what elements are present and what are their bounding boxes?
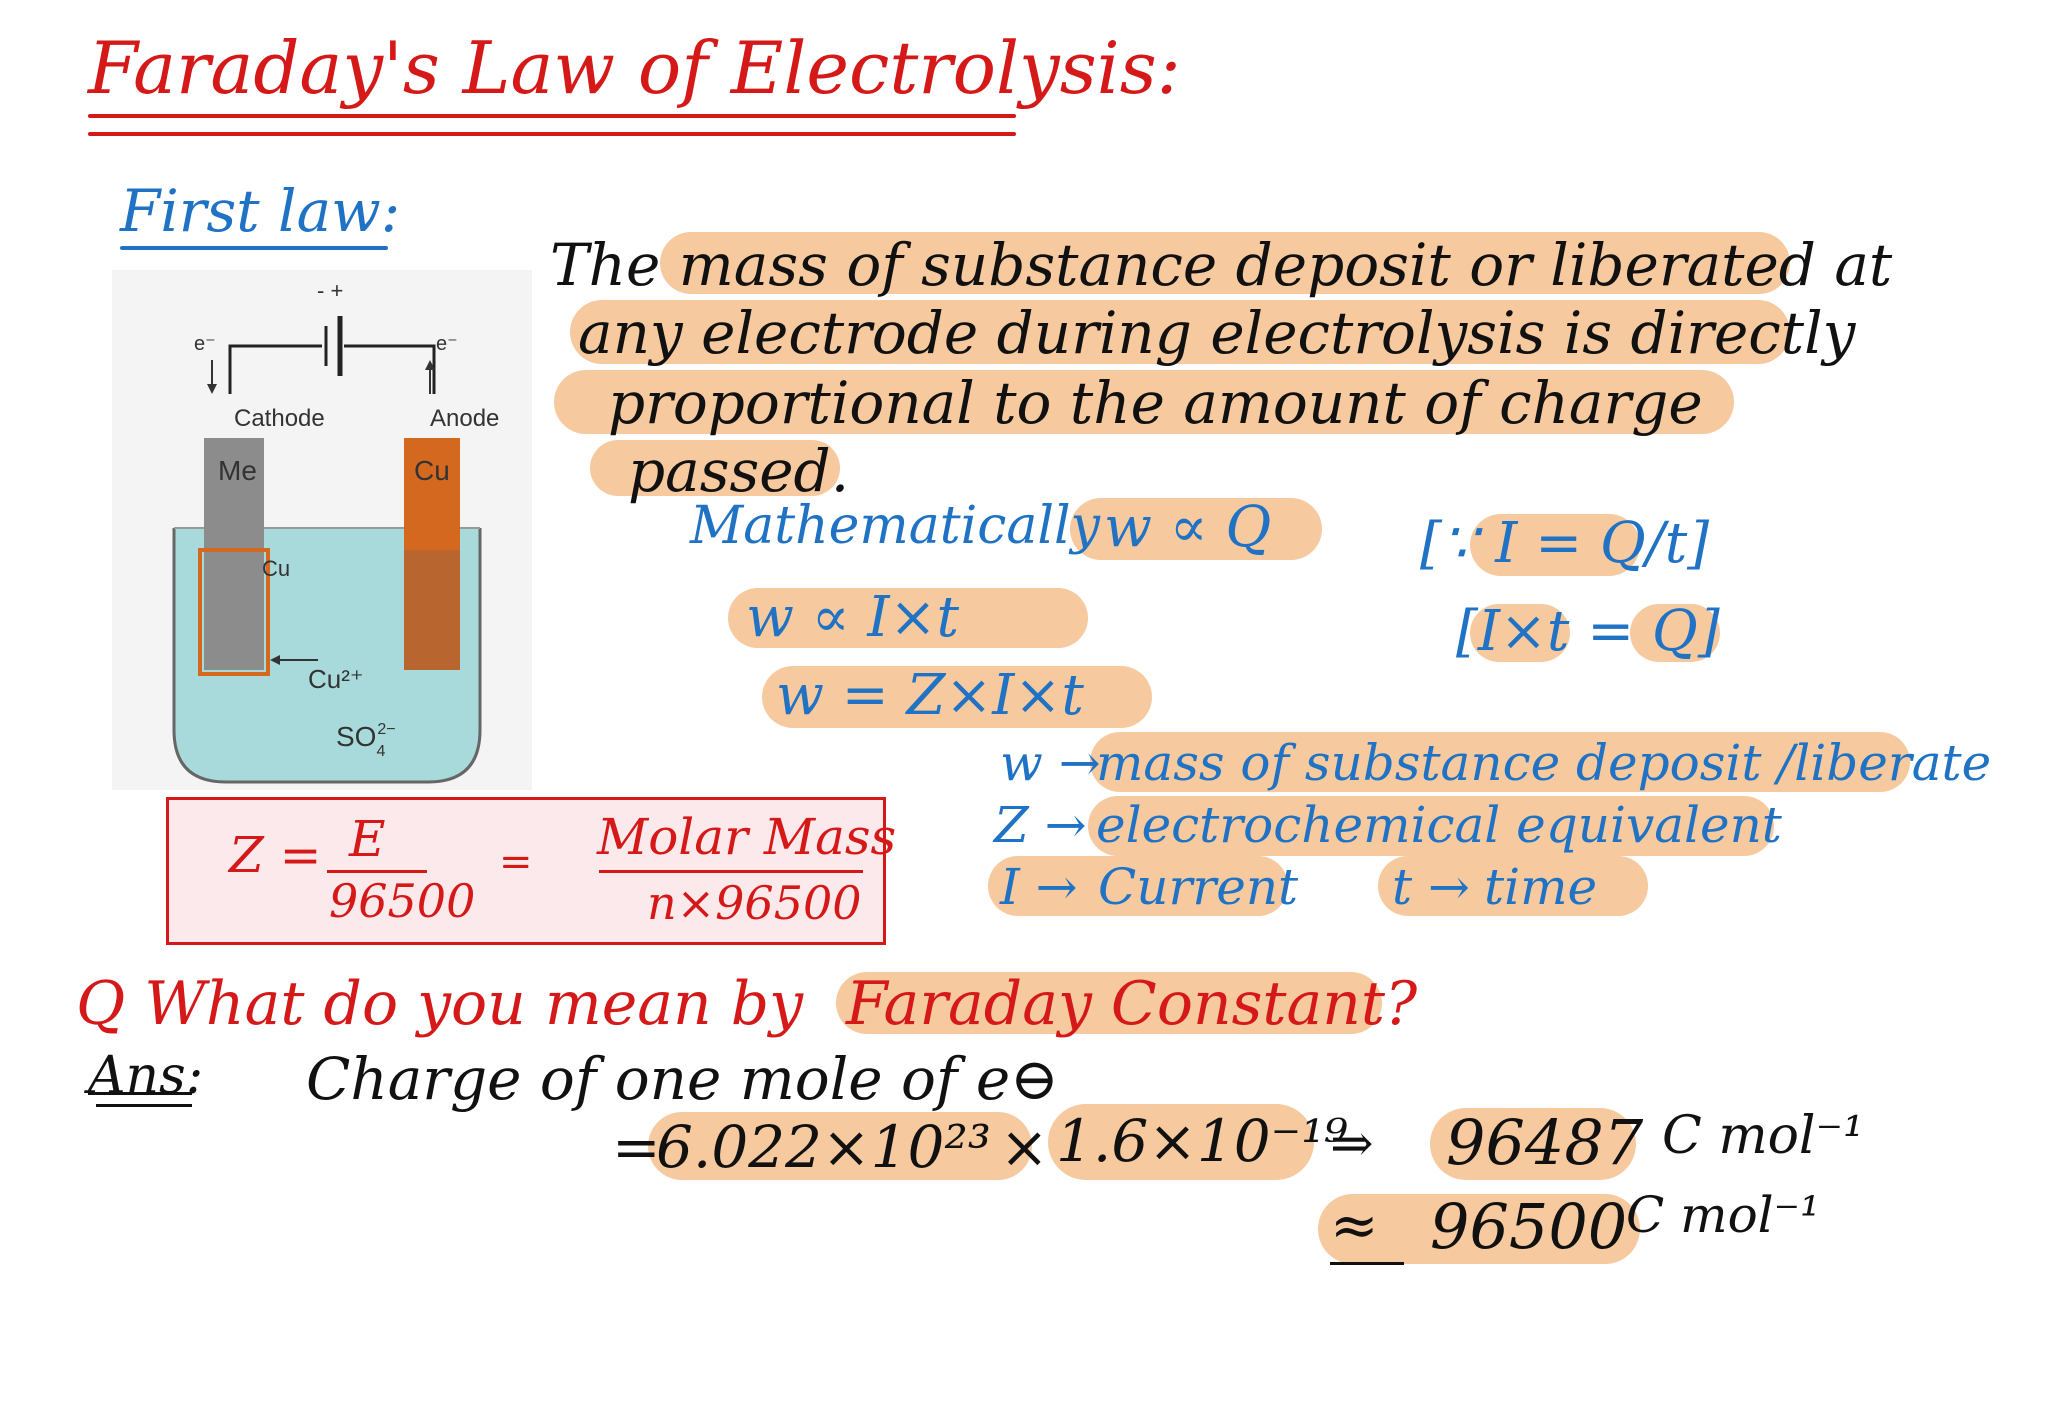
definition-symbol: w → xyxy=(1000,734,1101,792)
question-highlighted-term: Faraday Constant? xyxy=(846,969,1418,1039)
law-statement-line: any electrode during electrolysis is dir… xyxy=(578,299,1856,367)
arrow-left-icon xyxy=(270,655,280,665)
math-highlight xyxy=(1630,604,1720,662)
answer-implies: ⇒ xyxy=(1330,1114,1374,1174)
statement-highlight xyxy=(590,440,840,496)
equation-w-prop-it: w ∝ I×t xyxy=(746,585,959,650)
approx-symbol: ≈ xyxy=(1330,1191,1379,1259)
math-highlight xyxy=(1470,604,1570,662)
electron-label-right: e⁻ xyxy=(436,333,458,355)
charge-definition: [I×t = Q] xyxy=(1456,599,1720,664)
answer-highlight xyxy=(648,1112,1032,1180)
answer-underline xyxy=(88,1092,192,1095)
fraction-bar xyxy=(327,870,427,873)
question-text: Q What do you mean by xyxy=(76,969,804,1039)
cathode-metal-label: Me xyxy=(218,455,257,486)
definition-highlight xyxy=(1088,796,1774,856)
z-formula-num2: Molar Mass xyxy=(597,808,897,866)
z-formula-box: Z = E 96500 = Molar Mass n×96500 xyxy=(166,797,896,945)
answer-highlight xyxy=(1430,1108,1636,1180)
definition-highlight xyxy=(1090,732,1910,792)
statement-highlight xyxy=(554,370,1734,434)
law-statement-line: proportional to the amount of charge xyxy=(608,369,1703,437)
law-statement-line: The mass of substance deposit or liberat… xyxy=(550,231,1893,299)
law-statement-line: passed. xyxy=(628,437,850,505)
answer-highlight xyxy=(1048,1104,1314,1180)
title-underline xyxy=(88,114,1016,118)
definition-highlight xyxy=(988,856,1288,916)
statement-highlight xyxy=(570,300,1790,364)
title-underline xyxy=(88,132,1016,136)
electrolysis-diagram: - + e⁻ e⁻ Cathode Anode Me Cu Cu Cu²⁺ SO… xyxy=(112,270,532,790)
definition-symbol: I → xyxy=(1000,858,1078,916)
copper-deposit xyxy=(198,548,270,676)
definition-highlight xyxy=(1378,856,1648,916)
copper-ion-label: Cu²⁺ xyxy=(308,664,364,694)
answer-avogadro: 6.022×10²³ xyxy=(656,1113,991,1181)
anode-label: Anode xyxy=(430,405,499,432)
equation-w-eq-zit: w = Z×I×t xyxy=(776,663,1084,728)
sulfate-base: SO xyxy=(336,721,376,752)
answer-unit: C mol⁻¹ xyxy=(1662,1106,1864,1166)
equation-w-prop-q: w ∝ Q xyxy=(1104,495,1272,560)
statement-highlight xyxy=(660,232,1790,294)
definition-text: time xyxy=(1484,858,1598,916)
first-law-heading: First law: xyxy=(120,177,401,245)
definition-symbol: Z → xyxy=(994,796,1087,854)
answer-equals: = xyxy=(612,1113,661,1181)
current-definition: [∵ I = Q/t] xyxy=(1420,511,1710,576)
beaker xyxy=(172,528,482,784)
math-highlight xyxy=(1070,498,1322,560)
wire-left xyxy=(228,344,322,394)
mathematically-label: Mathematically xyxy=(690,496,1101,556)
battery-terminals: - + xyxy=(317,278,343,303)
answer-times: × xyxy=(1000,1113,1049,1181)
arrow-up-icon xyxy=(425,360,435,370)
cathode-label: Cathode xyxy=(234,405,325,432)
sulfate-ion-label: SO4 2− xyxy=(336,721,396,760)
answer-charge: 1.6×10⁻¹⁹ xyxy=(1056,1107,1348,1175)
definition-text: Current xyxy=(1098,858,1299,916)
math-highlight xyxy=(728,588,1088,648)
definition-text: mass of substance deposit /liberate xyxy=(1096,734,1992,792)
anode-immersed xyxy=(404,550,460,670)
question-highlight xyxy=(836,972,1382,1034)
answer-underline xyxy=(96,1104,192,1107)
z-formula-lhs: Z = xyxy=(229,826,322,884)
arrow-down-icon xyxy=(207,384,217,394)
approx-value: 96500 xyxy=(1430,1190,1628,1263)
z-formula-den2: n×96500 xyxy=(647,876,862,930)
cathode-electrode xyxy=(204,438,264,670)
math-highlight xyxy=(762,666,1152,728)
first-law-underline xyxy=(120,246,388,250)
approx-unit: C mol⁻¹ xyxy=(1626,1186,1821,1244)
wire-right xyxy=(344,344,436,394)
answer-line: Charge of one mole of e⊖ xyxy=(306,1045,1059,1113)
page-title: Faraday's Law of Electrolysis: xyxy=(88,26,1181,110)
approx-underline xyxy=(1330,1262,1404,1265)
deposit-label: Cu xyxy=(262,556,290,581)
sulfate-subscript: 4 xyxy=(376,743,385,760)
answer-highlight xyxy=(1318,1194,1640,1264)
fraction-bar xyxy=(599,870,863,873)
definition-text: electrochemical equivalent xyxy=(1096,796,1782,854)
math-highlight xyxy=(1470,514,1640,576)
z-formula-den1: 96500 xyxy=(329,874,476,928)
anode-metal-label: Cu xyxy=(414,455,450,486)
definition-symbol: t → xyxy=(1392,858,1470,916)
answer-value: 96487 xyxy=(1446,1106,1644,1179)
z-formula-eq: = xyxy=(499,839,533,885)
z-formula-num1: E xyxy=(349,810,386,868)
sulfate-superscript: 2− xyxy=(377,721,395,738)
electron-label-left: e⁻ xyxy=(194,333,216,355)
